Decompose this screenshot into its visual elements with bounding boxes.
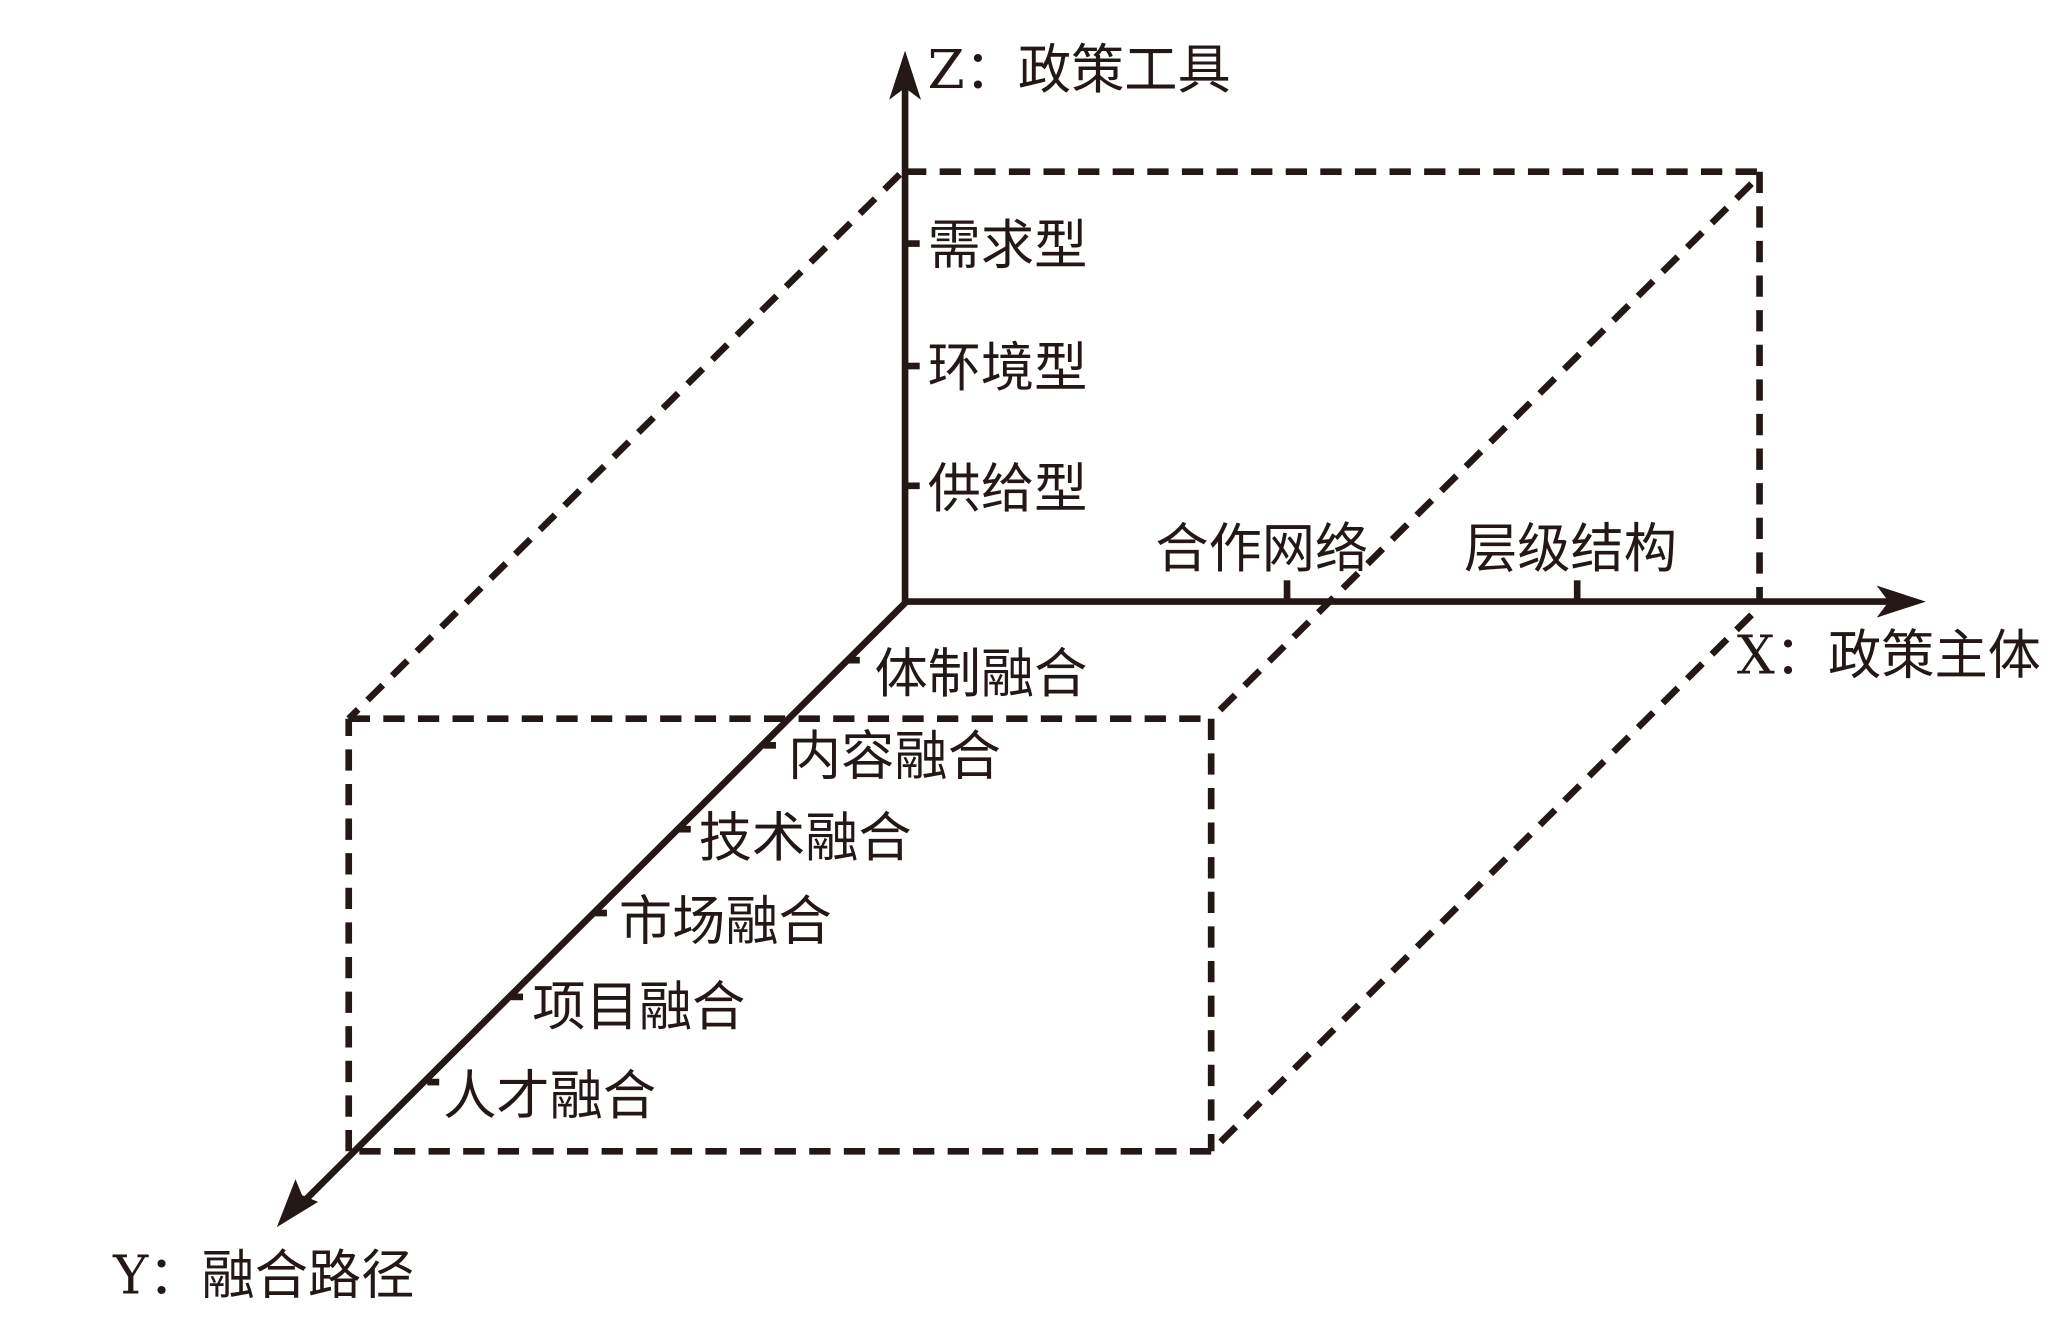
z-tick-label: 供给型	[928, 458, 1088, 520]
box-top-right-diagonal-edge	[1208, 181, 1754, 722]
y-tick-label: 项目融合	[532, 976, 745, 1038]
y-tick-label: 体制融合	[874, 643, 1087, 705]
z-axis-label: Z：政策工具	[928, 39, 1231, 101]
y-tick-label: 市场融合	[619, 891, 832, 953]
y-axis-arrow-icon	[276, 1179, 319, 1228]
y-axis-label: Y：融合路径	[112, 1245, 414, 1307]
x-tick-label: 层级结构	[1464, 518, 1677, 580]
y-axis	[298, 599, 909, 1207]
z-tick-label: 环境型	[928, 337, 1088, 399]
dashed-box	[345, 168, 1763, 1155]
y-tick-label: 内容融合	[788, 726, 1001, 788]
y-tick-label: 人才融合	[443, 1065, 656, 1127]
box-left-diagonal-edge	[346, 171, 903, 722]
z-tick-label: 需求型	[928, 215, 1088, 277]
x-axis-label: X：政策主体	[1737, 624, 2041, 686]
z-axis-arrow-icon	[889, 50, 922, 100]
x-axis-arrow-icon	[1876, 585, 1926, 618]
box-bottom-right-diagonal-edge	[1208, 612, 1754, 1154]
y-tick-label: 技术融合	[699, 807, 912, 869]
ticks	[427, 240, 1581, 1086]
axes	[276, 50, 1926, 1228]
x-tick-label: 合作网络	[1155, 518, 1368, 580]
